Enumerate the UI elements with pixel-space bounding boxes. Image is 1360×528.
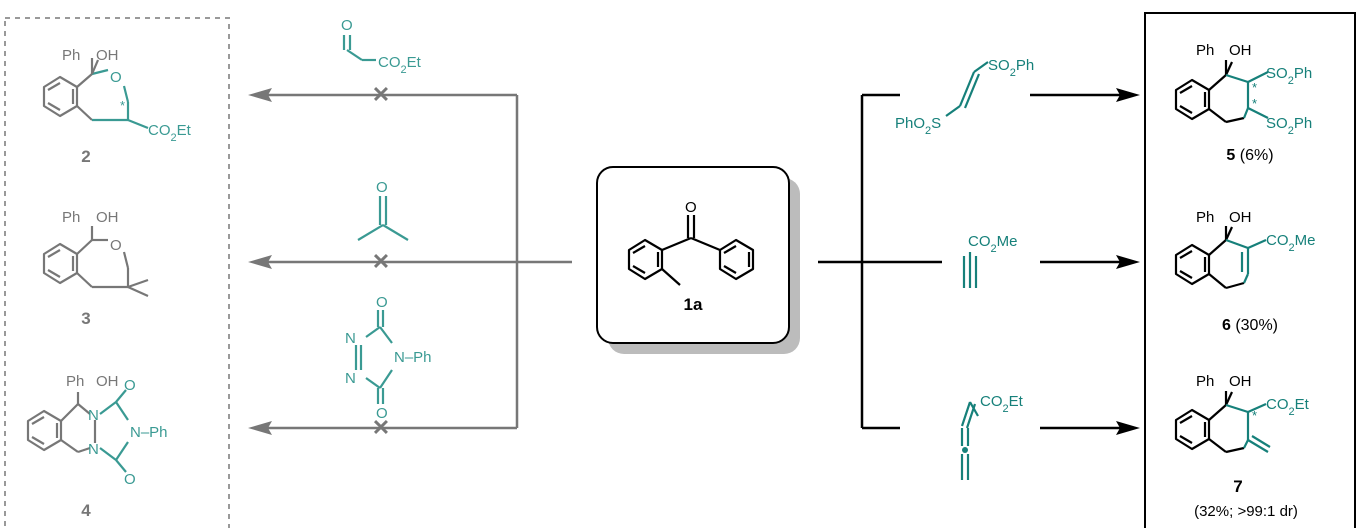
c4-n2: N (88, 441, 99, 458)
center-box (596, 166, 790, 344)
c1a-label: 1a (684, 295, 703, 314)
reagent-ptad (354, 310, 393, 404)
c7-co2et: CO2Et (1266, 396, 1310, 418)
c4-o1: O (124, 377, 136, 394)
c3-number: 3 (81, 309, 90, 328)
ethylene-so2ph: SO2Ph (988, 57, 1034, 79)
c5-oh: OH (1229, 42, 1252, 59)
c4-number: 4 (81, 501, 91, 520)
failed-products-box (4, 17, 230, 528)
products-box (1144, 12, 1356, 528)
compound-6-teal (1225, 238, 1267, 284)
arrowhead-to-4 (248, 421, 272, 435)
c1a-o: O (685, 199, 697, 216)
c2-co2et: CO2Et (148, 122, 192, 144)
compound-5-teal (1225, 71, 1269, 119)
arrowhead-to-7 (1116, 421, 1140, 435)
c6-oh: OH (1229, 209, 1252, 226)
c4-nph: N–Ph (130, 424, 168, 441)
reagent-ethyl-glyoxylate (342, 35, 376, 62)
c7-yield: (32%; >99:1 dr) (1194, 503, 1298, 520)
arrowhead-to-6 (1116, 255, 1140, 269)
c5-ph: Ph (1196, 42, 1214, 59)
c3-oh: OH (96, 209, 119, 226)
arrowhead-to-5 (1116, 88, 1140, 102)
glyoxylate-o: O (341, 17, 353, 34)
acetone-o: O (376, 179, 388, 196)
success-bracket (818, 93, 1120, 430)
ptad-o1: O (376, 294, 388, 311)
ptad-n1: N (345, 330, 356, 347)
c6-label: 6 (30%) (1222, 317, 1278, 334)
allenoate-co2et: CO2Et (980, 393, 1024, 415)
compound-6 (1174, 226, 1245, 290)
compound-1a (627, 215, 755, 286)
c2-o: O (110, 69, 122, 86)
compound-7 (1174, 391, 1245, 454)
c3-o: O (110, 237, 122, 254)
failed-arrows (262, 93, 572, 430)
c2-oh: OH (96, 47, 119, 64)
reagent-ethyl-allenoate (960, 401, 979, 480)
propiolate-co2me: CO2Me (968, 233, 1017, 255)
compound-5 (1174, 60, 1245, 124)
c5-so2ph-2: SO2Ph (1266, 115, 1312, 137)
blocked-mark-3: ✕ (372, 249, 390, 274)
c6-ph: Ph (1196, 209, 1214, 226)
reagent-methyl-propiolate (962, 252, 978, 288)
c5-so2ph-1: SO2Ph (1266, 65, 1312, 87)
arrowhead-to-3 (248, 255, 272, 269)
c7-oh: OH (1229, 373, 1252, 390)
reagent-acetone (357, 196, 409, 241)
blocked-mark-4: ✕ (372, 415, 390, 440)
ptad-n2: N (345, 370, 356, 387)
ethylene-phso2: PhO2S (895, 115, 941, 137)
c4-oh: OH (96, 373, 119, 390)
c3-ph: Ph (62, 209, 80, 226)
reagent-bis-sulfonyl-ethylene (945, 61, 989, 117)
glyoxylate-co2et: CO2Et (378, 54, 422, 76)
allene-center-dot (962, 447, 968, 453)
compound-4-urazole (99, 389, 129, 473)
c4-n1: N (88, 407, 99, 424)
compound-7-teal (1225, 402, 1271, 453)
arrowhead-to-2 (248, 88, 272, 102)
c5-star-1: * (1252, 80, 1257, 95)
c7-ph: Ph (1196, 373, 1214, 390)
c4-o2: O (124, 471, 136, 488)
compound-4 (26, 392, 97, 454)
compound-3 (42, 226, 149, 298)
compound-2 (42, 58, 149, 130)
c4-ph: Ph (66, 373, 84, 390)
c2-number: 2 (81, 147, 90, 166)
c7-star: * (1252, 408, 1257, 423)
c2-star: * (120, 98, 125, 113)
c5-label: 5 (6%) (1226, 147, 1273, 164)
blocked-mark-2: ✕ (372, 82, 390, 107)
ptad-o2: O (376, 405, 388, 422)
ptad-nph: N–Ph (394, 349, 432, 366)
c7-number: 7 (1233, 477, 1242, 496)
c2-ph: Ph (62, 47, 80, 64)
c6-co2me: CO2Me (1266, 232, 1315, 254)
c5-star-2: * (1252, 96, 1257, 111)
